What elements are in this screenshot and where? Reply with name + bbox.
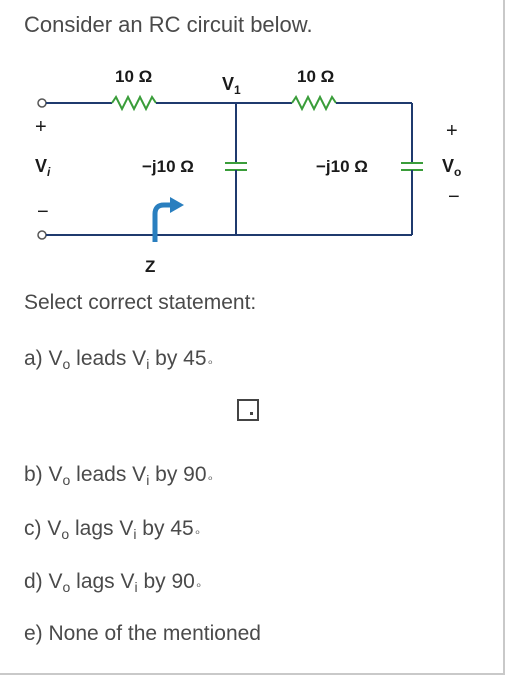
- option-b[interactable]: b) Vo leads Vi by 90∘: [24, 463, 215, 488]
- option-d[interactable]: d) Vo lags Vi by 90∘: [24, 570, 203, 595]
- option-a[interactable]: a) Vo leads Vi by 45∘: [24, 347, 215, 372]
- input-plus-sign: +: [35, 116, 47, 138]
- question-title: Consider an RC circuit below.: [24, 12, 313, 37]
- input-terminal-top: [37, 98, 47, 108]
- input-terminal-bottom: [37, 230, 47, 240]
- capacitor-c1-label: −j10 Ω: [142, 157, 194, 176]
- capacitor-c2-label: −j10 Ω: [316, 157, 368, 176]
- option-c[interactable]: c) Vo lags Vi by 45∘: [24, 517, 202, 542]
- impedance-z-label: Z: [145, 257, 155, 276]
- expand-image-button[interactable]: [237, 399, 259, 421]
- input-minus-sign: −: [37, 201, 49, 223]
- input-voltage-label: Vi: [35, 156, 51, 179]
- node-v1-label: V1: [222, 74, 241, 97]
- rc-circuit-diagram: 10 Ω 10 Ω V1 −j10 Ω −j10 Ω + Vi − + Vo −…: [35, 67, 461, 276]
- option-e[interactable]: e) None of the mentioned: [24, 622, 261, 645]
- impedance-arrow-icon: [152, 202, 172, 242]
- question-prompt: Select correct statement:: [24, 291, 257, 314]
- output-plus-sign: +: [446, 120, 458, 142]
- r2-label: 10 Ω: [297, 67, 334, 86]
- output-minus-sign: −: [448, 186, 460, 208]
- impedance-arrowhead-icon: [170, 197, 184, 213]
- r1-label: 10 Ω: [115, 67, 152, 86]
- resistor-r1: [111, 94, 157, 112]
- resistor-r2: [291, 94, 337, 112]
- output-voltage-label: Vo: [442, 156, 461, 179]
